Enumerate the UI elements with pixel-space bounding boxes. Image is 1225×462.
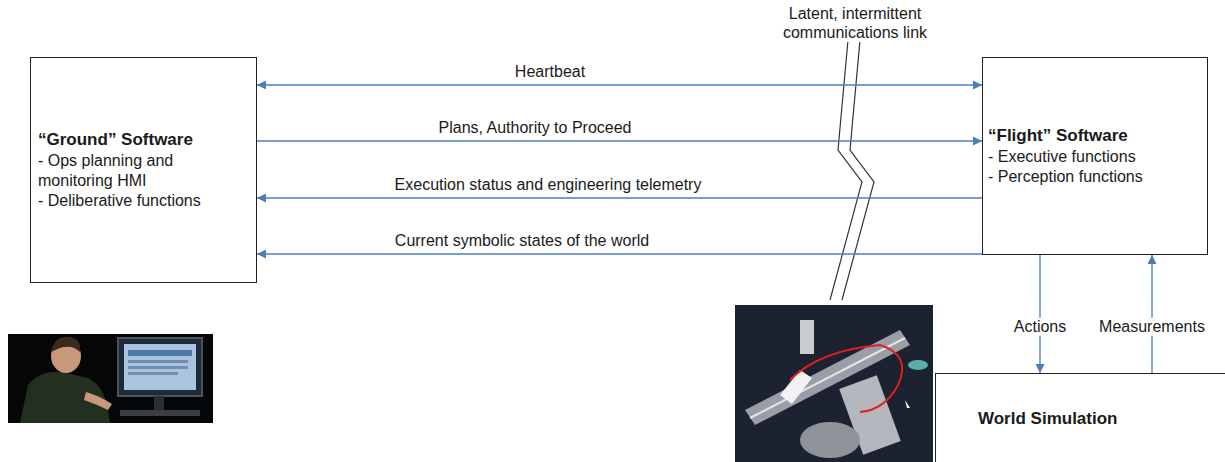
box-item: - Perception functions [988, 167, 1199, 187]
link-label: Actions [1012, 318, 1068, 336]
data-link-arrow [257, 140, 982, 141]
data-link-arrow [1151, 255, 1152, 373]
data-link-arrow [257, 197, 982, 198]
software-box: “Flight” Software- Executive functions- … [982, 57, 1208, 255]
software-box: “Ground” Software- Ops planning and moni… [30, 57, 257, 283]
data-link-arrow [257, 84, 982, 85]
software-box: World Simulation [935, 373, 1225, 462]
link-label: Plans, Authority to Proceed [437, 119, 634, 137]
data-link-arrow [1039, 255, 1040, 373]
link-label: Current symbolic states of the world [393, 232, 651, 250]
operator-photo [8, 334, 213, 423]
link-label: Heartbeat [513, 63, 587, 81]
box-heading: World Simulation [978, 408, 1225, 429]
link-label: Execution status and engineering telemet… [393, 176, 704, 194]
box-heading: “Ground” Software [38, 129, 244, 150]
data-link-arrow [257, 253, 982, 254]
link-break-symbol [830, 40, 874, 300]
box-item: - Ops planning and monitoring HMI [38, 151, 244, 191]
simulation-picture [735, 305, 933, 462]
link-label: Measurements [1097, 318, 1207, 336]
box-item: - Deliberative functions [38, 191, 244, 211]
box-item: - Executive functions [988, 147, 1199, 167]
link-note: Latent, intermittent communications link [760, 4, 950, 42]
box-heading: “Flight” Software [988, 125, 1199, 146]
